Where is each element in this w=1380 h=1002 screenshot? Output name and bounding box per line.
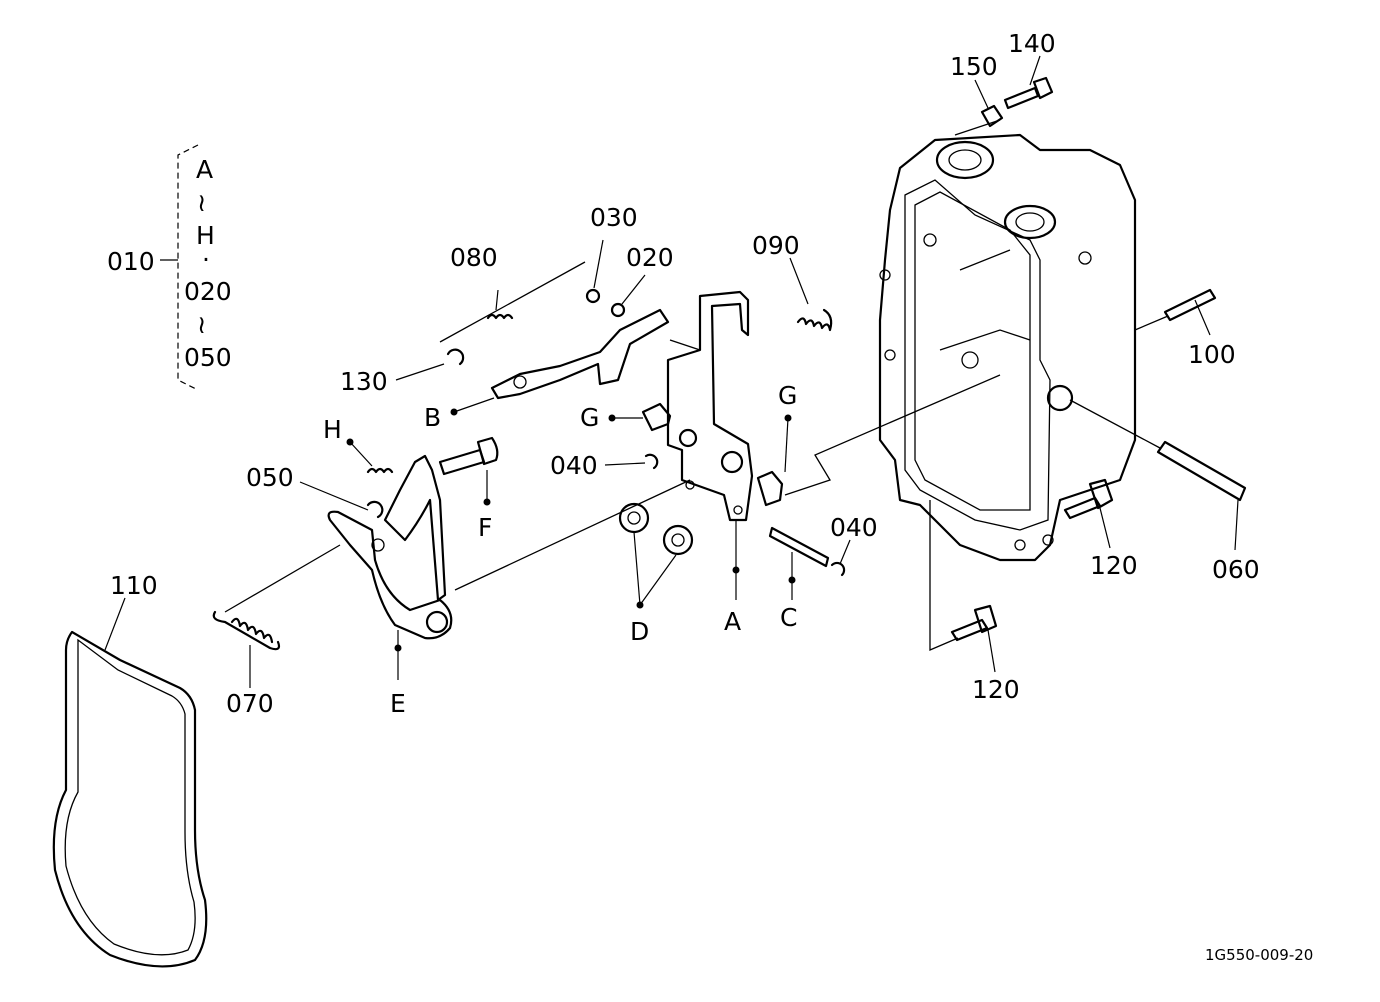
spring-part-H [366, 467, 394, 474]
clip-part-030 [585, 288, 601, 304]
letter-A: A [724, 607, 741, 636]
group-bracket [160, 144, 199, 391]
shaft-part-060 [1156, 440, 1247, 502]
callout-030: 030 [590, 203, 638, 232]
spring-part-070 [212, 610, 281, 651]
clip-part-050 [366, 500, 384, 519]
letter-F: F [478, 513, 492, 542]
callout-130: 130 [340, 367, 388, 396]
group-line-5: 020 [184, 277, 232, 306]
callout-110: 110 [110, 571, 158, 600]
housing-case [878, 133, 1137, 562]
spring-part-090 [796, 308, 833, 332]
callout-100: 100 [1188, 340, 1236, 369]
letter-E: E [390, 689, 406, 718]
plate-part [383, 454, 447, 602]
callout-140: 140 [1008, 29, 1056, 58]
group-line-6: ≀ [197, 310, 206, 339]
bracket-part-A [666, 290, 754, 522]
letter-G-left: G [580, 403, 599, 432]
callout-020: 020 [626, 243, 674, 272]
callout-150: 150 [950, 52, 998, 81]
callout-050: 050 [246, 463, 294, 492]
drawing-id: 1G550-009-20 [1205, 946, 1313, 964]
bolt-part-140 [1003, 86, 1040, 110]
pin-part-C [768, 526, 830, 568]
clip-part-040-lower [830, 561, 846, 577]
group-line-1: A [196, 155, 213, 184]
callout-040-upper: 040 [550, 451, 598, 480]
letter-B: B [424, 403, 441, 432]
letter-D: D [630, 617, 649, 646]
nut-part-150 [980, 104, 1004, 128]
callout-120-lower: 120 [972, 675, 1020, 704]
letter-G-right: G [778, 381, 797, 410]
bolt-head-120-lower [973, 604, 998, 634]
group-code-label: 010 [107, 247, 155, 276]
bolt-head-140 [1032, 76, 1054, 100]
callout-040-lower: 040 [830, 513, 878, 542]
bushing-part-G1 [641, 402, 672, 432]
bushing-part-G2 [756, 470, 784, 507]
washer-part-020 [610, 302, 626, 318]
group-line-2: ≀ [197, 188, 206, 217]
bolt-part-F [438, 436, 499, 476]
callout-070: 070 [226, 689, 274, 718]
bolt-part-120-lower [950, 618, 989, 642]
callout-080: 080 [450, 243, 498, 272]
bolt-head-120-upper [1088, 478, 1114, 510]
callout-060: 060 [1212, 555, 1260, 584]
letter-C: C [780, 603, 797, 632]
group-line-7: 050 [184, 343, 232, 372]
gasket-part-110 [52, 630, 208, 968]
group-line-3: H [196, 221, 215, 250]
group-line-4: · [202, 245, 210, 274]
letter-H: H [323, 415, 342, 444]
callout-090: 090 [752, 231, 800, 260]
link-part-B [439, 261, 670, 400]
bearing-part-D [618, 502, 694, 556]
callout-120-upper: 120 [1090, 551, 1138, 580]
stud-part-100 [1163, 288, 1217, 322]
lever-part-E [327, 510, 453, 640]
clip-part-040-upper [644, 453, 659, 470]
